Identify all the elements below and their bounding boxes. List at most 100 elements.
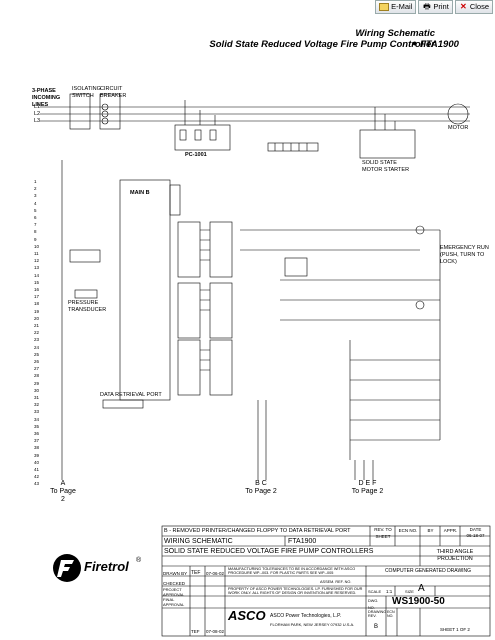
firetrol-logo: Firetrol ® — [52, 549, 144, 589]
drawn-by: TEF — [191, 570, 201, 576]
model-number: FTA1900 — [420, 39, 459, 50]
final-by: TEF — [191, 629, 200, 634]
drawn-date: 07-06-02 — [206, 571, 225, 576]
page-title: Wiring Schematic — [355, 28, 435, 39]
date-header: DATE — [469, 527, 482, 532]
starter-label: SOLID STATE MOTOR STARTER — [362, 160, 410, 173]
row-number: 33 — [34, 409, 40, 415]
isolating-switch-label: ISOLATING SWITCH — [72, 86, 101, 99]
connector-a[interactable]: A To Page 2 — [50, 480, 76, 504]
connector-bc[interactable]: B C To Page 2 — [240, 480, 282, 496]
drawing-rev-value: B — [374, 624, 379, 630]
row-number: 25 — [34, 351, 40, 357]
row-number: 36 — [34, 431, 40, 436]
firetrol-emblem-icon — [53, 554, 81, 582]
row-number: 18 — [34, 301, 40, 307]
row-number: 14 — [34, 272, 40, 278]
drawing-rev-label: DRAWING REV. — [368, 610, 387, 619]
incoming-lines-label: 3-PHASE INCOMING LINES — [32, 88, 61, 108]
row-number: 12 — [34, 258, 40, 264]
row-number: 29 — [34, 380, 40, 386]
row-number: 31 — [34, 395, 40, 400]
row-number: 30 — [34, 387, 40, 393]
row-number: 1 — [34, 179, 37, 184]
connector-bc-label: To Page 2 — [245, 488, 277, 495]
property-note: PROPERTY OF ASCO POWER TECHNOLOGIES. LP.… — [228, 587, 363, 596]
revision-date: 06-18-07 — [466, 533, 485, 538]
row-number: 15 — [34, 279, 40, 285]
size-label: SIZE — [405, 589, 414, 594]
connector-def-letter: D E F — [358, 480, 377, 487]
row-number: 7 — [34, 222, 37, 228]
tolerances-note: MANUFACTURING TOLERANCES TO BE IN ACCORD… — [228, 567, 356, 576]
row-number: 3 — [34, 193, 37, 199]
projection-note: THIRD ANGLE PROJECTION — [436, 549, 474, 562]
ecn-no-header: ECN NO. — [398, 528, 418, 533]
row-number: 34 — [34, 416, 40, 422]
size-value: A — [418, 583, 425, 594]
appr-header: APPR. — [443, 528, 458, 533]
asco-logo: ASCO — [228, 608, 266, 623]
drawn-by-label: DRAWN BY — [163, 571, 188, 576]
row-number: 10 — [34, 243, 40, 249]
page-subtitle: Solid State Reduced Voltage Fire Pump Co… — [209, 39, 435, 50]
pc-board-label: PC-1001 — [185, 152, 207, 158]
firetrol-wordmark: Firetrol — [84, 559, 129, 574]
print-button[interactable]: 🖶 Print — [418, 0, 453, 14]
row-number: 6 — [34, 215, 37, 220]
scale-label: SCALE — [368, 589, 382, 594]
row-number: 21 — [34, 323, 40, 328]
main-board-label: MAIN B — [130, 190, 150, 196]
row-number: 22 — [34, 330, 40, 336]
page-header: Wiring Schematic Solid State Reduced Vol… — [150, 28, 435, 50]
row-number: 20 — [34, 315, 40, 321]
close-button[interactable]: ✕ Close — [454, 0, 493, 14]
print-label: Print — [433, 2, 449, 11]
final-approval-label: FINAL APPROVAL — [163, 597, 185, 607]
row-number: 42 — [34, 474, 40, 480]
drawing-number: WS1900-50 — [392, 596, 445, 607]
email-button[interactable]: E-Mail — [375, 0, 417, 14]
doc-model: FTA1900 — [288, 538, 317, 545]
row-number: 35 — [34, 423, 40, 429]
row-number: 24 — [34, 344, 40, 350]
data-port-label: DATA RETRIEVAL PORT — [100, 392, 162, 398]
row-number: 11 — [34, 251, 39, 256]
circuit-breaker-label: CIRCUIT BREAKER — [100, 86, 127, 99]
ecn-label: ECN NO. — [387, 610, 395, 618]
row-number: 13 — [34, 265, 40, 271]
doc-type: WIRING SCHEMATIC — [164, 538, 233, 545]
row-number: 9 — [34, 236, 37, 242]
registered-mark: ® — [136, 557, 142, 564]
scale-value: 1:1 — [386, 589, 393, 594]
pressure-transducer-label: PRESSURE TRANSDUCER — [68, 300, 107, 313]
row-number: 40 — [34, 459, 40, 465]
company-address: FLORHAM PARK, NEW JERSEY 07932 U.S.A. — [270, 622, 355, 627]
envelope-icon — [379, 3, 390, 11]
assem-ref-label: ASSEM. REF. NO. — [320, 580, 352, 584]
line-l3-label: L3 — [34, 118, 41, 124]
row-number: 38 — [34, 445, 40, 451]
row-number: 2 — [34, 186, 37, 192]
row-number: 39 — [34, 452, 40, 458]
line-l1-label: L1 — [34, 104, 41, 110]
row-number: 32 — [34, 402, 40, 408]
line-l2-label: L2 — [34, 111, 41, 117]
computer-generated-note: COMPUTER GENERATED DRAWING — [384, 568, 472, 574]
row-number: 17 — [34, 294, 40, 300]
bullet-separator: ● — [412, 38, 418, 48]
sheet-number: SHEET 1 OF 2 — [440, 627, 470, 632]
row-number: 27 — [34, 366, 40, 372]
company-name: ASCO Power Technologies, L.P. — [270, 613, 342, 619]
window-toolbar: E-Mail 🖶 Print ✕ Close — [375, 0, 493, 14]
row-number: 37 — [34, 438, 40, 444]
row-number: 26 — [34, 359, 40, 364]
motor-label: MOTOR — [448, 125, 469, 131]
final-date: 07-08-02 — [206, 629, 225, 634]
doc-description: SOLID STATE REDUCED VOLTAGE FIRE PUMP CO… — [164, 548, 374, 555]
connector-bc-letter: B C — [255, 480, 267, 487]
by-header: BY — [427, 528, 434, 533]
connector-def[interactable]: D E F To Page 2 — [345, 480, 390, 496]
close-icon: ✕ — [459, 2, 467, 11]
